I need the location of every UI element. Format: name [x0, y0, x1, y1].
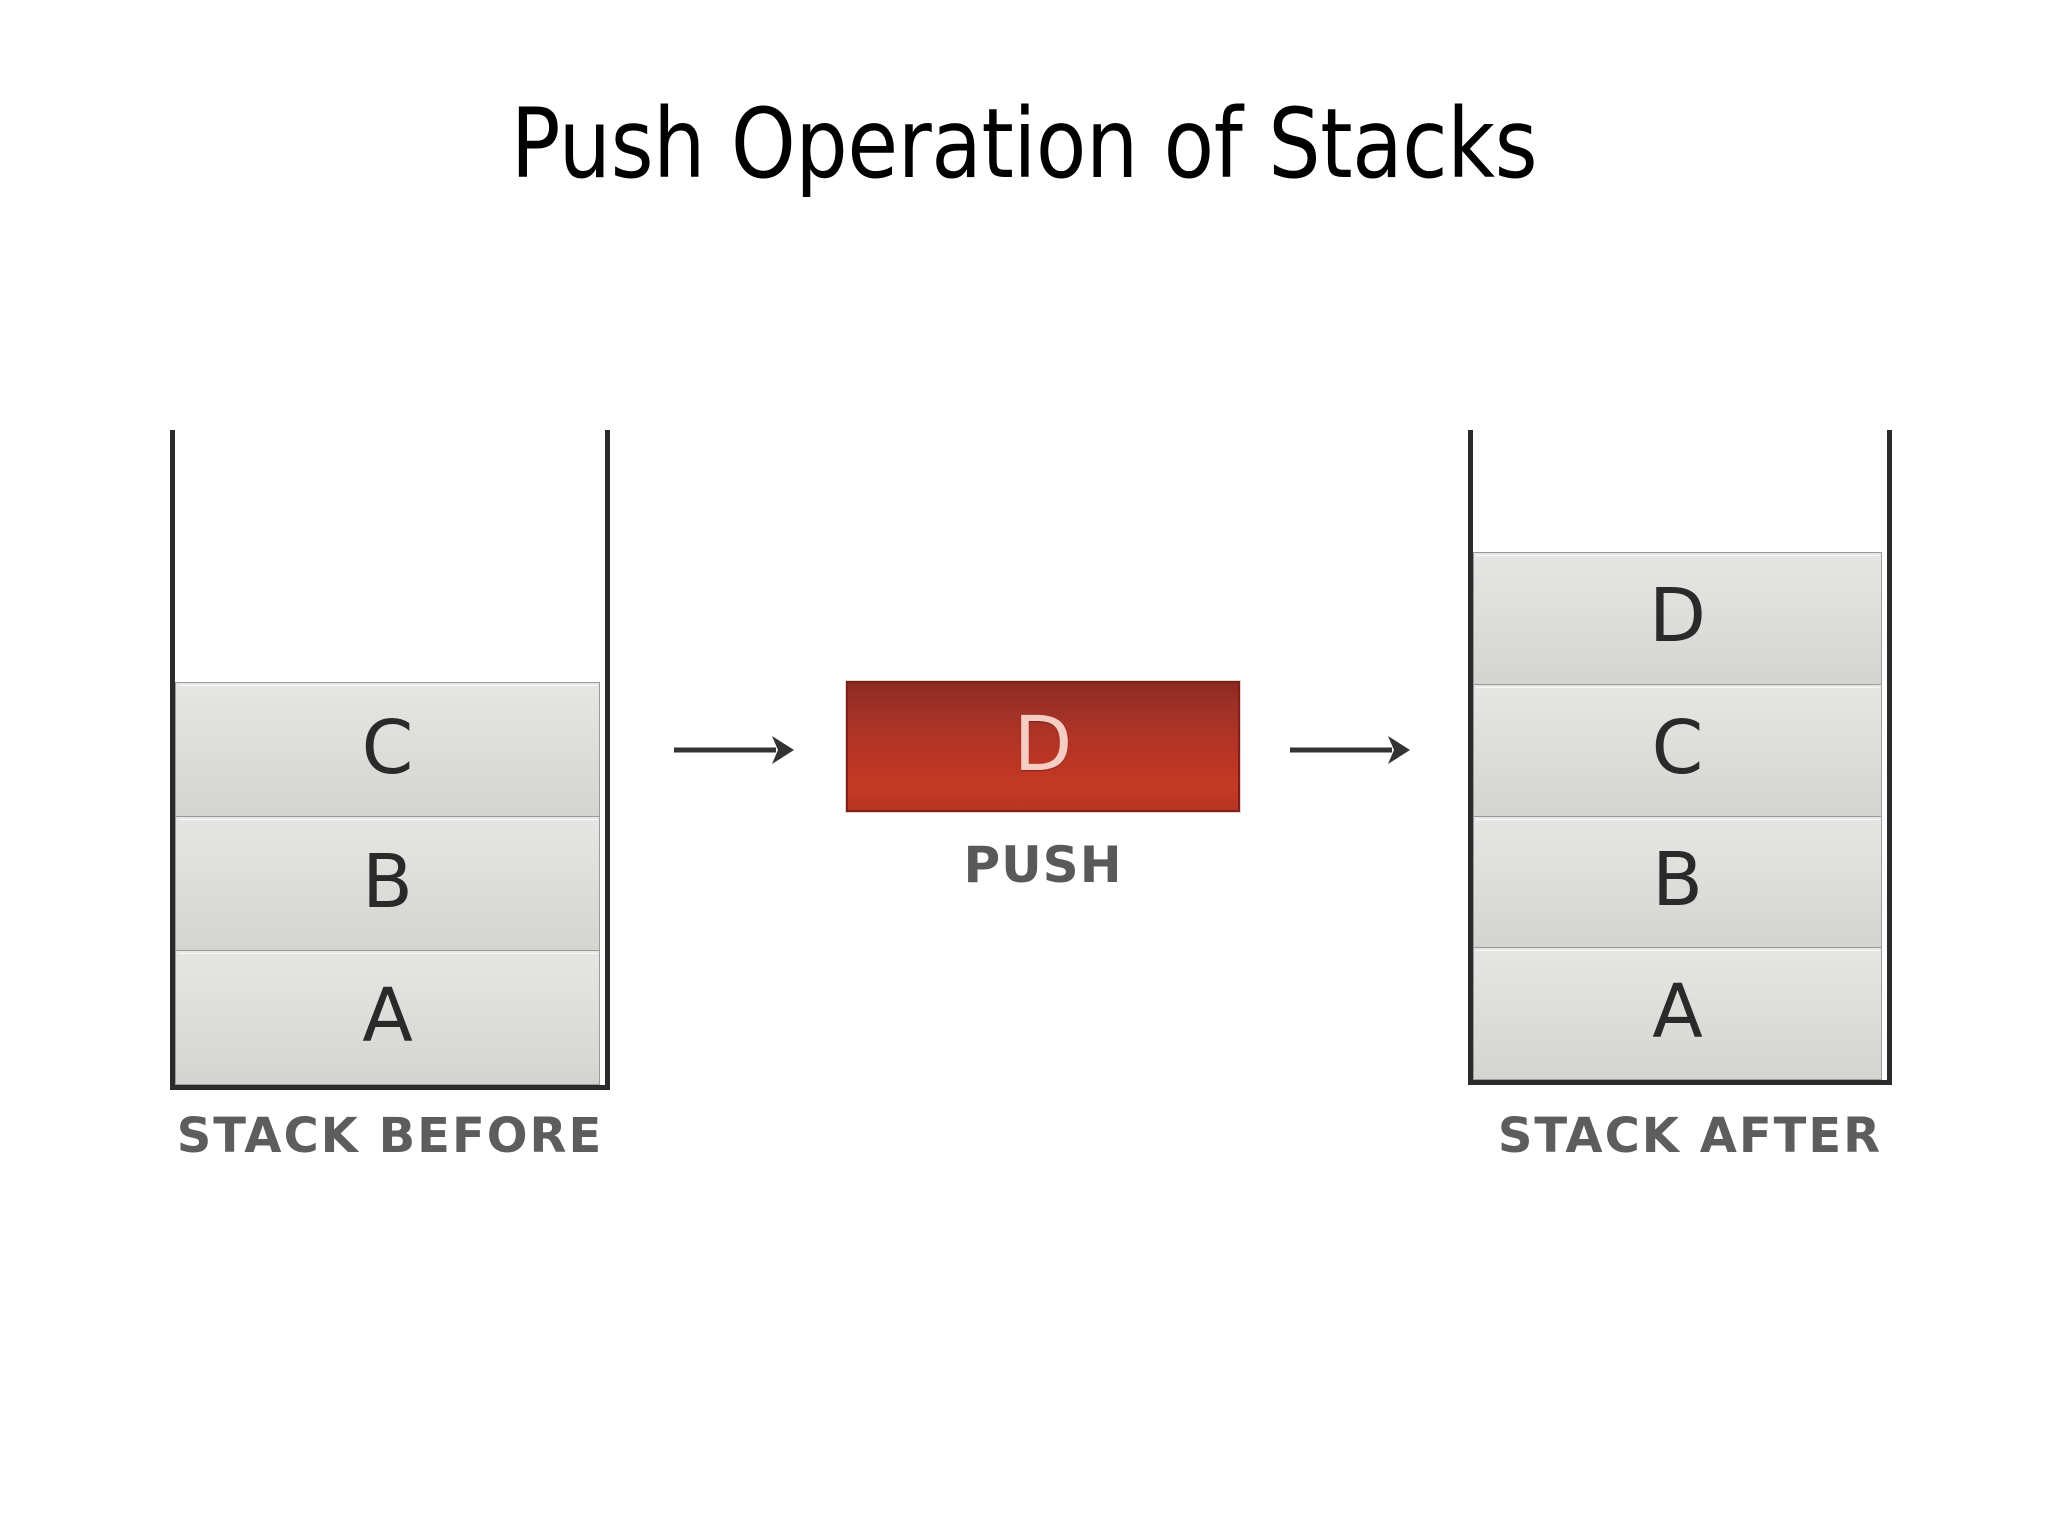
- stack-cell-label: D: [1649, 573, 1706, 660]
- push-block-label: D: [1013, 698, 1073, 788]
- stack-cell: A: [1474, 948, 1881, 1079]
- stack-cell-label: A: [1652, 968, 1703, 1055]
- stack-cell: C: [176, 683, 599, 817]
- stack-after-caption: STACK AFTER: [1497, 1108, 1883, 1164]
- stack-cell-label: B: [362, 838, 413, 925]
- push-block: D: [846, 681, 1240, 812]
- stack-before-figure: C B A: [170, 430, 610, 1095]
- arrow-before-to-push: [672, 730, 794, 770]
- stack-cell-label: B: [1652, 836, 1703, 923]
- arrow-push-to-after: [1288, 730, 1410, 770]
- stack-before-cells: C B A: [175, 682, 600, 1085]
- stack-cell-label: A: [362, 972, 413, 1059]
- stack-cell: A: [176, 951, 599, 1084]
- stack-cell: D: [1474, 553, 1881, 685]
- stack-after-cells: D C B A: [1473, 552, 1882, 1080]
- stack-after-figure: D C B A: [1468, 430, 1892, 1090]
- stack-after-vessel: [1468, 430, 1892, 1085]
- stack-cell: B: [1474, 816, 1881, 949]
- stack-cell: B: [176, 817, 599, 951]
- push-caption: PUSH: [963, 836, 1123, 894]
- stack-cell-label: C: [361, 704, 414, 791]
- stack-before-vessel: [170, 430, 610, 1090]
- stack-before-caption: STACK BEFORE: [176, 1108, 604, 1164]
- page-title: Push Operation of Stacks: [510, 88, 1538, 200]
- stack-cell: C: [1474, 684, 1881, 817]
- stack-cell-label: C: [1651, 705, 1704, 792]
